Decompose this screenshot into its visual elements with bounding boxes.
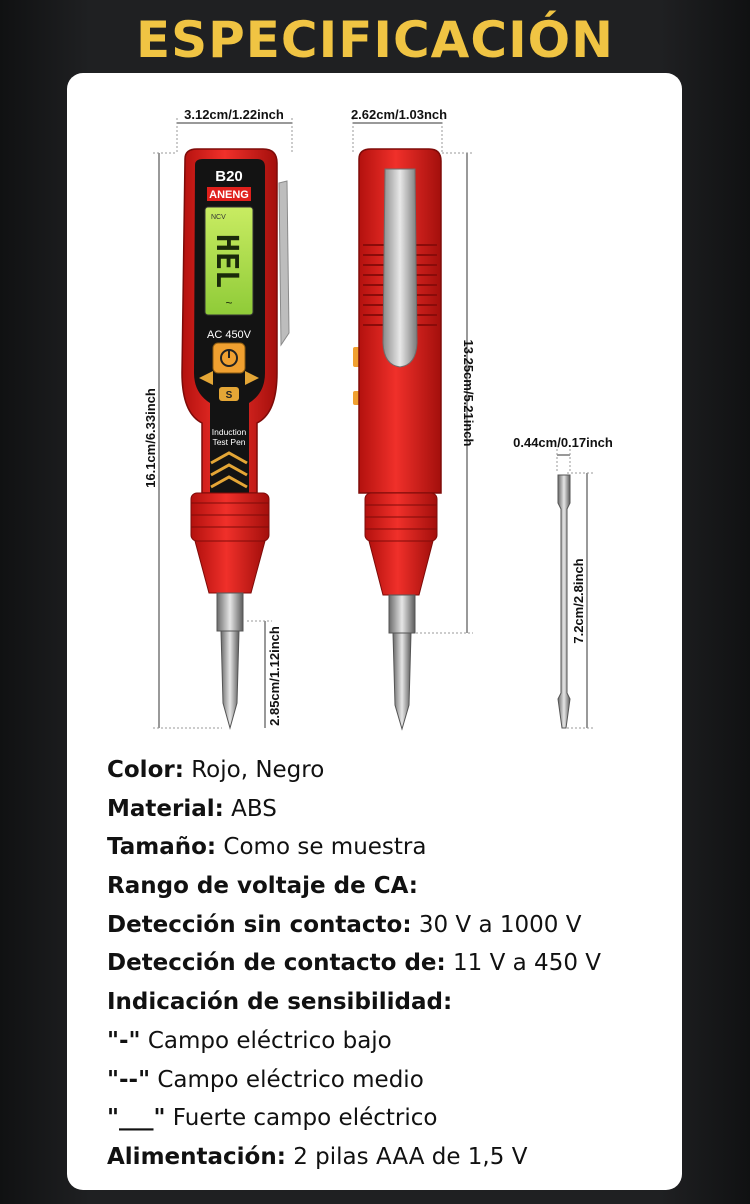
product-diagram: 3.12cm/1.22inch 16.1cm/6.33inch B20 ANEN… [143, 107, 613, 731]
bit-view: 0.44cm/0.17inch 7.2cm/2.8inch [513, 435, 613, 729]
side-width-label: 2.62cm/1.03nch [351, 107, 447, 122]
voltage-label: AC 450V [207, 329, 252, 341]
test-pen-label: Test Pen [212, 437, 245, 447]
spec-size: Tamaño: Como se muestra [107, 834, 427, 861]
spec-non-contact: Detección sin contacto: 30 V a 1000 V [107, 911, 582, 938]
spec-low-field: "-" Campo eléctrico bajo [107, 1027, 392, 1054]
spec-power: Alimentación: 2 pilas AAA de 1,5 V [107, 1143, 528, 1170]
lcd-tilde: ~ [225, 296, 232, 310]
spec-list: Color: Rojo, Negro Material: ABS Tamaño:… [107, 751, 667, 1177]
spec-color: Color: Rojo, Negro [107, 757, 325, 783]
lcd-display-text: HEL [209, 234, 244, 288]
front-width-label: 3.12cm/1.22inch [184, 107, 284, 122]
spec-card: 3.12cm/1.22inch 16.1cm/6.33inch B20 ANEN… [67, 73, 682, 1190]
model-label: B20 [215, 168, 243, 185]
bit-length-label: 7.2cm/2.8inch [571, 558, 586, 643]
induction-label: Induction [212, 427, 247, 437]
total-length-label: 16.1cm/6.33inch [143, 388, 158, 488]
tip-length-label: 2.85cm/1.12inch [267, 626, 282, 726]
page-title: ESPECIFICACIÓN [135, 11, 615, 69]
spec-contact: Detección de contacto de: 11 V a 450 V [107, 950, 602, 977]
front-view: 3.12cm/1.22inch 16.1cm/6.33inch B20 ANEN… [143, 107, 293, 730]
bit-width-label: 0.44cm/0.17inch [513, 435, 613, 450]
spec-medium-field: "--" Campo eléctrico medio [107, 1066, 424, 1093]
spec-strong-field: "___" Fuerte campo eléctrico [107, 1105, 438, 1132]
s-badge: S [226, 390, 233, 401]
spec-material: Material: ABS [107, 795, 277, 822]
brand-label: ANENG [209, 189, 249, 201]
side-view: 2.62cm/1.03nch 13.25cm/5.21inch [351, 107, 476, 731]
lcd-ncv: NCV [211, 214, 226, 221]
body-length-label: 13.25cm/5.21inch [461, 340, 476, 447]
spec-ac-voltage-range: Rango de voltaje de CA: [107, 873, 419, 900]
spec-sensitivity: Indicación de sensibilidad: [107, 989, 453, 1016]
